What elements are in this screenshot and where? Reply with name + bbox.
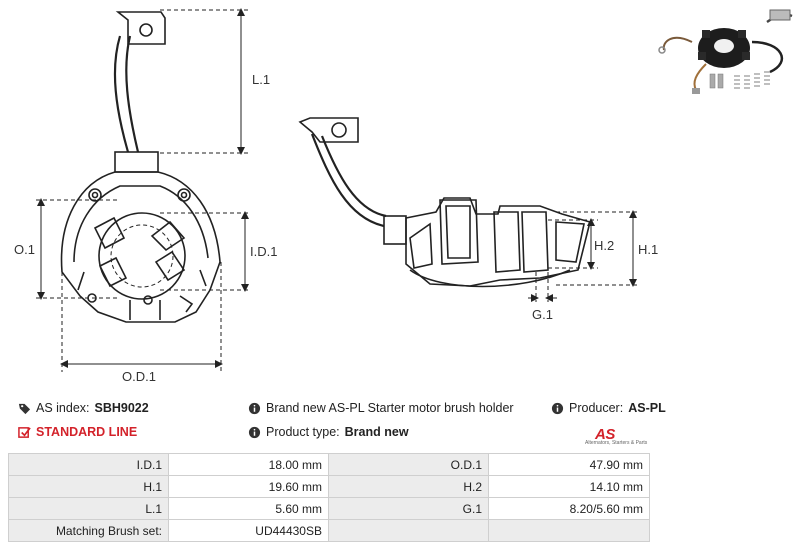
product-info: AS index: SBH9022 STANDARD LINE Brand ne… [0, 398, 800, 448]
logo-tagline: Alternators, Starters & Parts [585, 440, 648, 446]
spec-label: O.D.1 [328, 453, 489, 476]
info-icon [248, 402, 261, 414]
description: Brand new AS-PL Starter motor brush hold… [248, 401, 514, 415]
spec-label: G.1 [328, 497, 489, 520]
dim-label-l1: L.1 [252, 72, 270, 87]
spec-label: I.D.1 [8, 453, 169, 476]
dim-label-o1: O.1 [14, 242, 35, 257]
info-icon [551, 402, 564, 414]
standard-line-label: STANDARD LINE [36, 425, 138, 439]
spec-value: UD44430SB [168, 519, 329, 542]
standard-line: STANDARD LINE [18, 425, 137, 439]
info-icon [248, 426, 261, 438]
dim-label-od1: O.D.1 [122, 369, 156, 384]
spec-label: H.2 [328, 475, 489, 498]
as-pl-logo: AS Alternators, Starters & Parts [585, 426, 665, 448]
product-type: Product type: Brand new [248, 425, 409, 439]
as-index-label: AS index: [36, 401, 90, 415]
description-text: Brand new AS-PL Starter motor brush hold… [266, 401, 514, 415]
spec-label [328, 519, 489, 542]
table-row: Matching Brush set: UD44430SB [8, 519, 650, 542]
technical-drawing: L.1 O.1 I.D.1 O.D.1 [14, 8, 658, 384]
spec-label: L.1 [8, 497, 169, 520]
producer: Producer: AS-PL [551, 401, 666, 415]
as-index-value: SBH9022 [94, 401, 149, 415]
table-row: H.1 19.60 mm H.2 14.10 mm [8, 475, 650, 498]
spec-label: H.1 [8, 475, 169, 498]
spec-value: 47.90 mm [488, 453, 650, 476]
producer-label: Producer: [569, 401, 624, 415]
producer-value: AS-PL [628, 401, 666, 415]
tag-icon [18, 403, 31, 414]
logo-text: AS [595, 426, 615, 443]
dim-label-h1: H.1 [638, 242, 658, 257]
product-type-label: Product type: [266, 425, 340, 439]
spec-table: I.D.1 18.00 mm O.D.1 47.90 mm H.1 19.60 … [8, 453, 650, 542]
side-dimensions [528, 210, 640, 302]
spec-value: 19.60 mm [168, 475, 329, 498]
product-photo [658, 9, 793, 94]
spec-value: 14.10 mm [488, 475, 650, 498]
checkbox-icon [18, 426, 31, 438]
spec-value: 8.20/5.60 mm [488, 497, 650, 520]
dim-label-h2: H.2 [594, 238, 614, 253]
dim-label-g1: G.1 [532, 307, 553, 322]
front-view [60, 11, 221, 323]
spec-value [488, 519, 650, 542]
table-row: I.D.1 18.00 mm O.D.1 47.90 mm [8, 453, 650, 476]
dim-label-id1: I.D.1 [250, 244, 277, 259]
front-dimensions [36, 8, 250, 372]
spec-value: 5.60 mm [168, 497, 329, 520]
table-row: L.1 5.60 mm G.1 8.20/5.60 mm [8, 497, 650, 520]
spec-value: 18.00 mm [168, 453, 329, 476]
as-index: AS index: SBH9022 [18, 401, 149, 415]
side-view [298, 117, 591, 288]
product-type-value: Brand new [344, 425, 409, 439]
spec-label: Matching Brush set: [8, 519, 169, 542]
